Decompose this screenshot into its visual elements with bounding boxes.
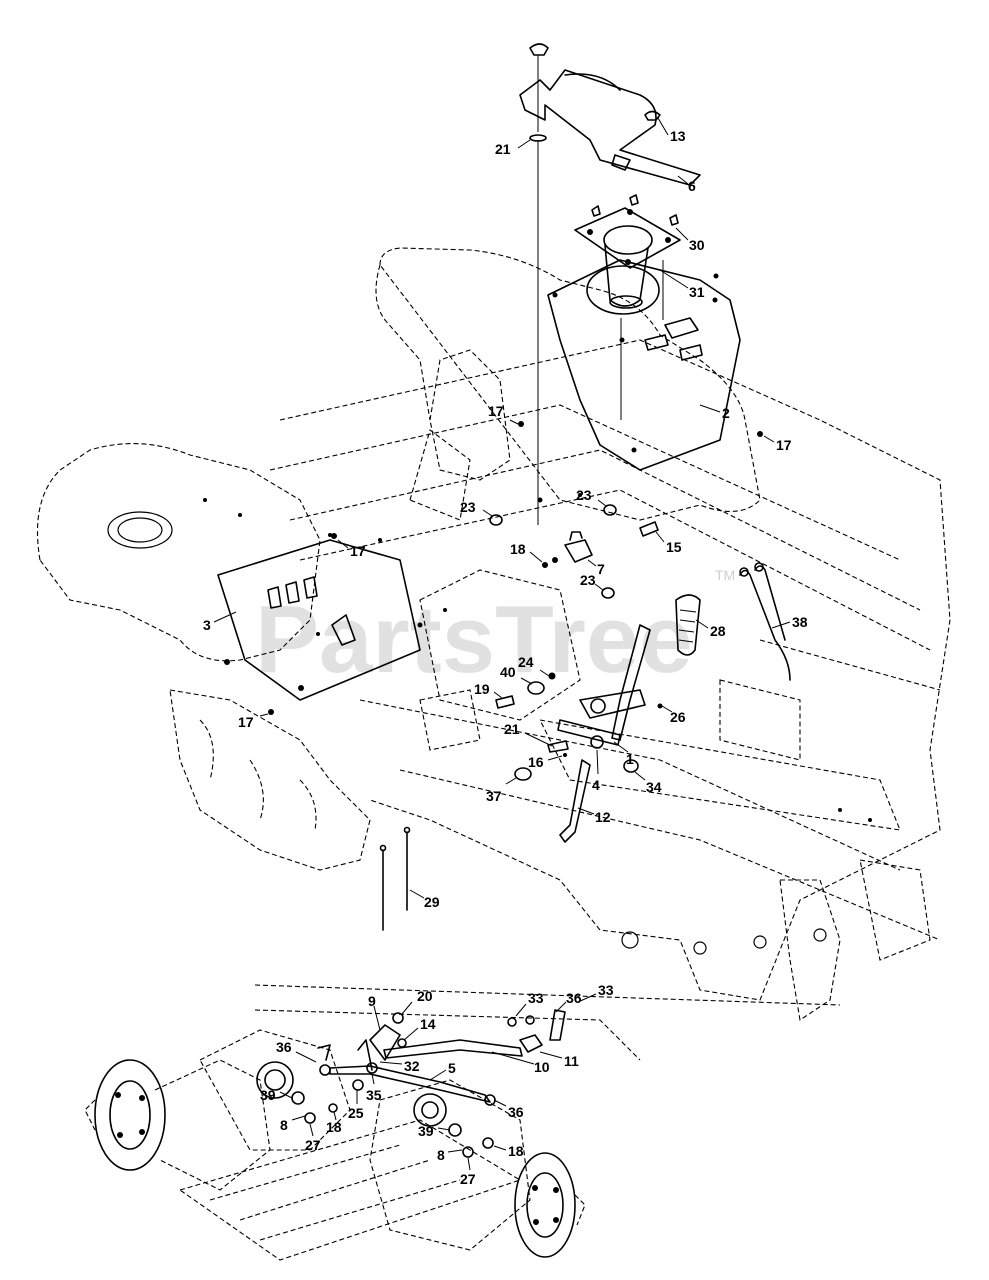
console-bracket — [519, 43, 701, 186]
nut-17b — [757, 431, 763, 437]
rods-29 — [379, 826, 411, 931]
callout-18-a: 18 — [510, 541, 526, 557]
callout-40: 40 — [500, 664, 516, 680]
callout-27-b: 27 — [460, 1171, 476, 1187]
callout-18-b: 18 — [326, 1119, 342, 1135]
callout-30: 30 — [689, 237, 705, 253]
left-panel — [217, 533, 421, 701]
callout-27-a: 27 — [305, 1137, 321, 1153]
callout-8-a: 8 — [280, 1117, 288, 1133]
callout-17-b: 17 — [776, 437, 792, 453]
switch-7 — [542, 531, 593, 568]
callout-17-a: 17 — [488, 403, 504, 419]
callout-17-c: 17 — [350, 543, 366, 559]
callout-25: 25 — [348, 1105, 364, 1121]
callout-14: 14 — [420, 1016, 436, 1032]
callouts: 13 21 6 30 31 2 17 17 23 23 17 18 — [203, 117, 808, 1187]
callout-39-a: 39 — [260, 1087, 276, 1103]
callout-20: 20 — [417, 988, 433, 1004]
steering-plate — [574, 194, 681, 309]
callout-21-b: 21 — [504, 721, 520, 737]
callout-24: 24 — [518, 654, 534, 670]
callout-38: 38 — [792, 614, 808, 630]
watermark: PartsTree TM — [255, 567, 735, 693]
callout-28: 28 — [710, 623, 726, 639]
callout-9: 9 — [368, 993, 376, 1009]
nut-17d — [268, 709, 274, 715]
callout-5: 5 — [448, 1060, 456, 1076]
callout-23-c: 23 — [580, 572, 596, 588]
callout-33-b: 33 — [598, 982, 614, 998]
callout-35: 35 — [366, 1087, 382, 1103]
grip-28 — [675, 594, 701, 656]
callout-2: 2 — [722, 405, 730, 421]
callout-11: 11 — [564, 1053, 579, 1069]
callout-34: 34 — [646, 779, 662, 795]
callout-36-a: 36 — [566, 990, 582, 1006]
callout-21-top: 21 — [495, 141, 511, 157]
callout-4: 4 — [592, 777, 600, 793]
callout-23-a: 23 — [460, 499, 476, 515]
callout-15: 15 — [666, 539, 682, 555]
callout-29: 29 — [424, 894, 440, 910]
callout-12: 12 — [595, 809, 611, 825]
callout-8-b: 8 — [437, 1147, 445, 1163]
callout-36-c: 36 — [508, 1104, 524, 1120]
callout-18-c: 18 — [508, 1143, 524, 1159]
nut-17a — [518, 421, 524, 427]
callout-31: 31 — [689, 284, 705, 300]
callout-36-b: 36 — [276, 1039, 292, 1055]
callout-33-a: 33 — [528, 990, 544, 1006]
callout-1: 1 — [626, 751, 634, 767]
pin-16 — [563, 753, 567, 757]
callout-13: 13 — [670, 128, 686, 144]
cables-38 — [739, 562, 791, 681]
transmission-view — [84, 984, 841, 1261]
callout-6: 6 — [688, 178, 696, 194]
callout-19: 19 — [474, 681, 490, 697]
watermark-text: PartsTree — [255, 586, 693, 693]
bolt-15 — [639, 521, 659, 537]
callout-16: 16 — [528, 754, 544, 770]
tractor-frame — [37, 247, 951, 1021]
callout-37: 37 — [486, 788, 502, 804]
callout-3: 3 — [203, 617, 211, 633]
dash-panel — [547, 259, 741, 471]
watermark-trademark: TM — [715, 567, 735, 583]
nut-23-group — [489, 504, 617, 599]
callout-26: 26 — [670, 709, 686, 725]
callout-10: 10 — [534, 1059, 550, 1075]
callout-39-b: 39 — [418, 1123, 434, 1139]
callout-17-d: 17 — [238, 714, 254, 730]
callout-7: 7 — [597, 561, 605, 577]
bolt-13 — [644, 110, 661, 121]
washer-21-top — [529, 134, 547, 142]
callout-23-b: 23 — [576, 487, 592, 503]
callout-32: 32 — [404, 1058, 420, 1074]
nut-near-dash — [713, 273, 719, 279]
